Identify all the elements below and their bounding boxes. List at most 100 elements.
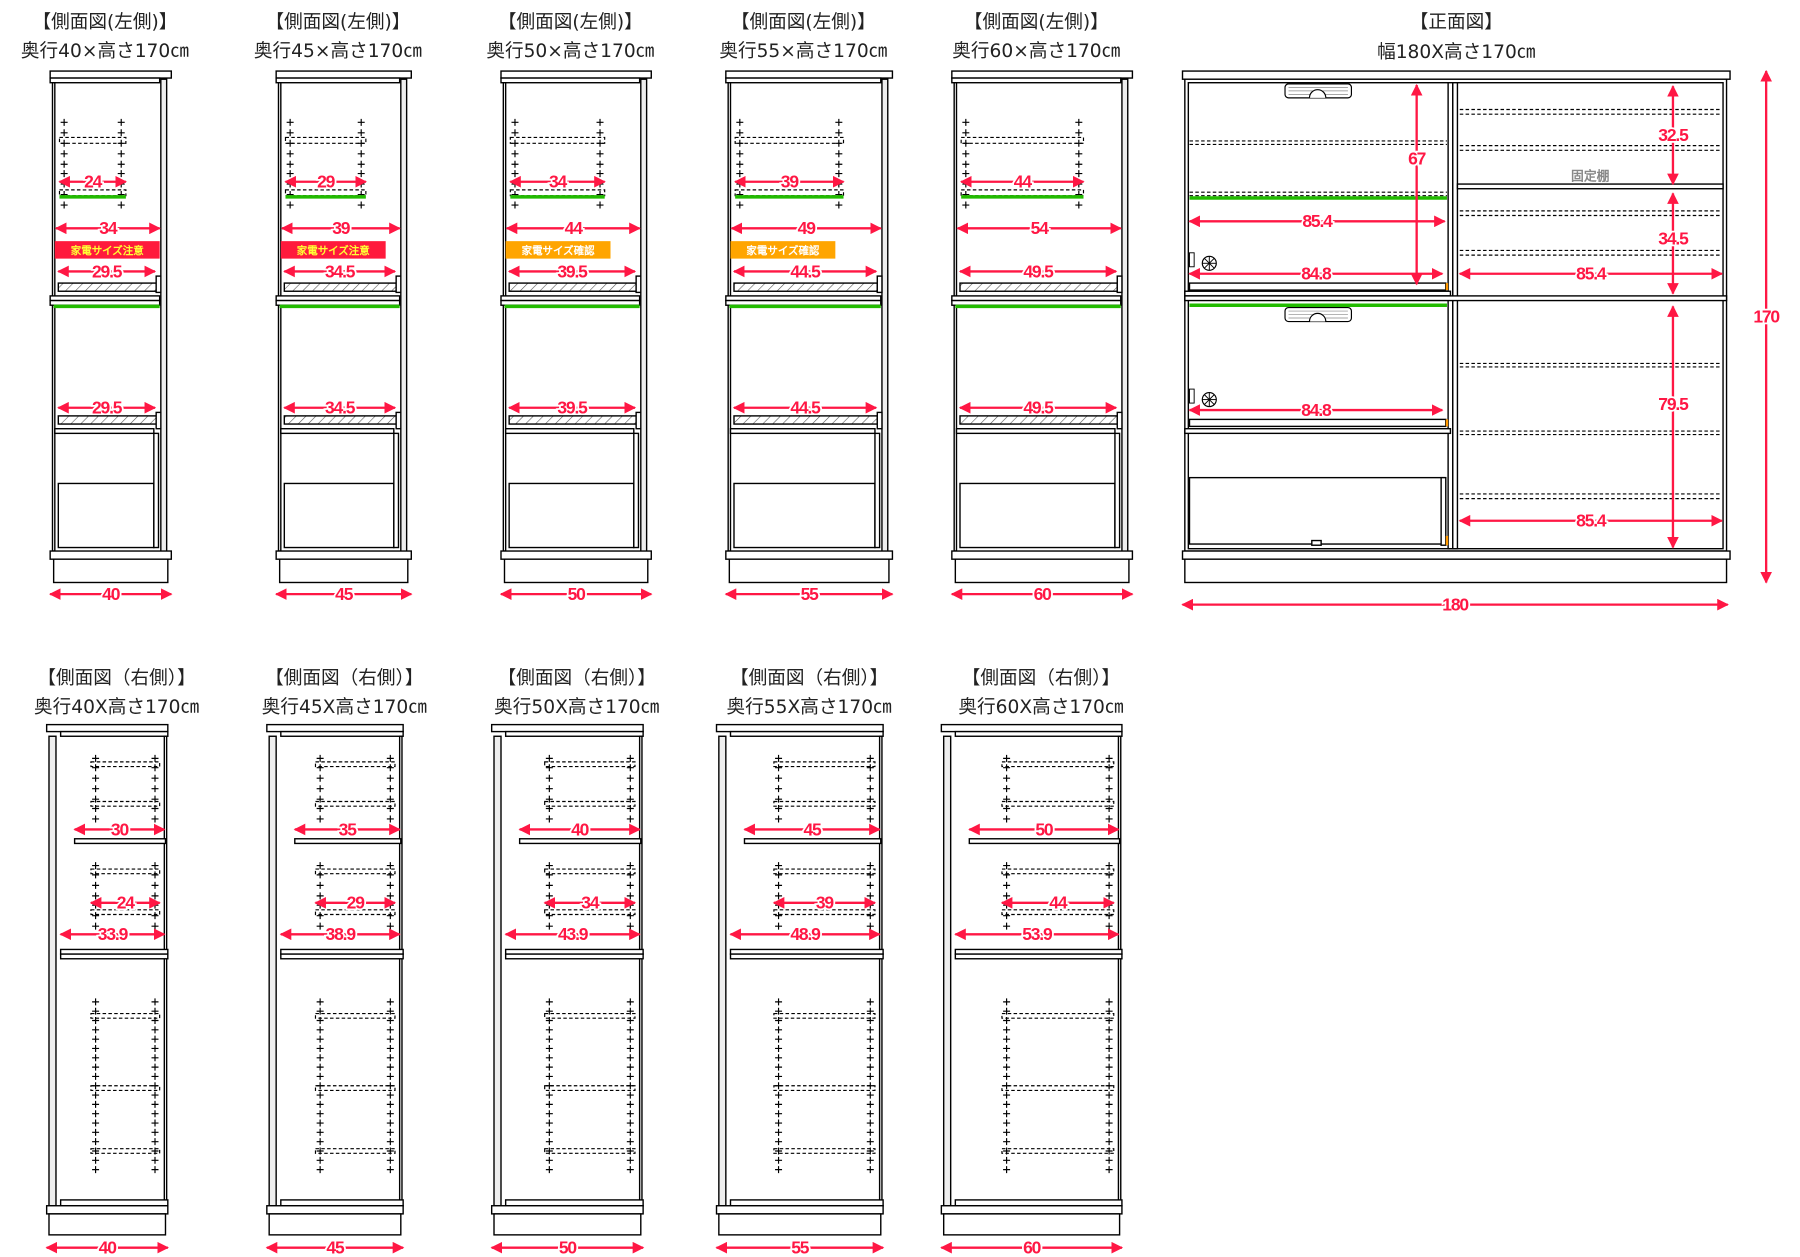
shelf-peg-hole [736, 150, 744, 158]
shelf-peg-hole [386, 1072, 394, 1080]
back-panel [1117, 735, 1122, 1208]
shelf-peg-hole [151, 1166, 159, 1174]
shelf-width-label: 24 [117, 893, 136, 913]
adjustable-shelf [314, 909, 396, 916]
shelf-peg-hole [545, 1007, 553, 1015]
shelf-peg-hole [92, 871, 100, 879]
shelf-peg-hole [775, 1100, 783, 1108]
shelf-peg-hole [596, 160, 604, 168]
shelf-peg-hole [1105, 1035, 1113, 1043]
shelf-width-label: 24 [84, 172, 103, 192]
shelf-peg-hole [60, 170, 68, 178]
right-mid-width-label: 85.4 [1576, 264, 1607, 284]
adjustable-shelf [544, 909, 636, 916]
plinth [278, 558, 409, 584]
back-panel [638, 735, 643, 1208]
shelf-peg-hole [866, 1026, 874, 1034]
adjustable-shelf [1001, 1012, 1115, 1019]
view-title: 【側面図(左側)】 [32, 12, 177, 33]
slide-stopper [635, 275, 642, 294]
shelf-peg-hole [357, 170, 365, 178]
shelf-peg-hole [545, 1063, 553, 1071]
shelf-peg-hole [151, 912, 159, 920]
shelf-peg-hole [835, 170, 843, 178]
shelf-peg-hole [316, 1007, 324, 1015]
middle-board-edge [275, 299, 401, 306]
shelf-peg-hole [1003, 912, 1011, 920]
bottom-strip [504, 1199, 644, 1207]
shelf-peg-hole [117, 150, 125, 158]
shelf-peg-hole [1105, 862, 1113, 870]
shelf-peg-hole [151, 1138, 159, 1146]
bottom-board [500, 550, 652, 560]
shelf-peg-hole [386, 1063, 394, 1071]
shelf-peg-hole [1105, 1100, 1113, 1108]
slide-shelf-lower [508, 415, 637, 425]
slide-shelf [1188, 282, 1447, 291]
shelf-peg-hole [386, 1100, 394, 1108]
shelf-peg-hole [151, 1100, 159, 1108]
view-subtitle: 奥行50×高さ170㎝ [486, 41, 654, 62]
shelf-peg-hole [962, 118, 970, 126]
shelf-peg-hole [1003, 922, 1011, 930]
shelf-peg-hole [1003, 881, 1011, 889]
view-title: 【側面図(左側)】 [731, 12, 876, 33]
bottom-strip [729, 1199, 884, 1207]
shelf-peg-hole [775, 862, 783, 870]
adjustable-shelf [544, 1148, 636, 1154]
slide-shelf-lower [733, 415, 878, 425]
total-depth-label: 55 [791, 1238, 810, 1257]
inner-depth-label: 48.9 [790, 924, 821, 944]
shelf-peg-hole [1003, 892, 1011, 900]
shelf-peg-hole [545, 1072, 553, 1080]
shelf-peg-hole [835, 150, 843, 158]
bottom-strip [954, 1199, 1123, 1207]
shelf-peg-hole [626, 785, 634, 793]
bottom-board [715, 1205, 884, 1215]
slide-shelf-width-lower-label: 39.5 [557, 398, 588, 418]
shelf-peg-hole [286, 150, 294, 158]
tag-label: 家電サイズ確認 [746, 244, 819, 257]
top-strip [500, 77, 641, 84]
adjustable-shelf [773, 868, 876, 875]
shelf-peg-hole [151, 1044, 159, 1052]
bottom-board [725, 550, 894, 560]
shelf-peg-hole [736, 201, 744, 209]
adjustable-shelf [773, 1012, 876, 1019]
door-panel [400, 78, 408, 558]
shelf-peg-hole [92, 1035, 100, 1043]
shelf-peg-hole [92, 785, 100, 793]
shelf-peg-hole [775, 871, 783, 879]
shelf-peg-hole [316, 1026, 324, 1034]
shelf-peg-hole [316, 795, 324, 803]
slide-stopper [1116, 275, 1123, 294]
shelf-peg-hole [117, 118, 125, 126]
shelf-peg-hole [316, 871, 324, 879]
total-height-label: 170 [1753, 307, 1779, 327]
slide-shelf [733, 282, 878, 292]
left-side-view-55: 【側面図(左側)】奥行55×高さ170㎝3949家電サイズ確認44.544.55… [719, 12, 894, 606]
shelf-peg-hole [357, 150, 365, 158]
adjustable-shelf [1001, 1148, 1115, 1154]
drawer-front [633, 432, 640, 549]
shelf-peg-hole [386, 1035, 394, 1043]
shelf-peg-hole [775, 804, 783, 812]
shelf-peg-hole [866, 912, 874, 920]
shelf-peg-hole [511, 129, 519, 137]
shelf-peg-hole [386, 922, 394, 930]
shelf-peg-hole [835, 118, 843, 126]
adjustable-shelf [544, 761, 636, 768]
left-side-view-45: 【側面図(左側)】奥行45×高さ170㎝2939家電サイズ注意34.534.54… [254, 12, 422, 606]
shelf-peg-hole [92, 1156, 100, 1164]
shelf-peg-hole [386, 1054, 394, 1062]
shelf-width-label: 44 [1014, 172, 1033, 192]
plinth [942, 1213, 1121, 1236]
shelf-peg-hole [1105, 1128, 1113, 1136]
shelf-width-label: 29 [347, 893, 366, 913]
tag-label: 家電サイズ注意 [297, 244, 370, 257]
drawer-front [1114, 432, 1121, 549]
shelf-peg-hole [386, 881, 394, 889]
shelf-peg-hole [1075, 170, 1083, 178]
center-divider-edge [1452, 82, 1459, 550]
